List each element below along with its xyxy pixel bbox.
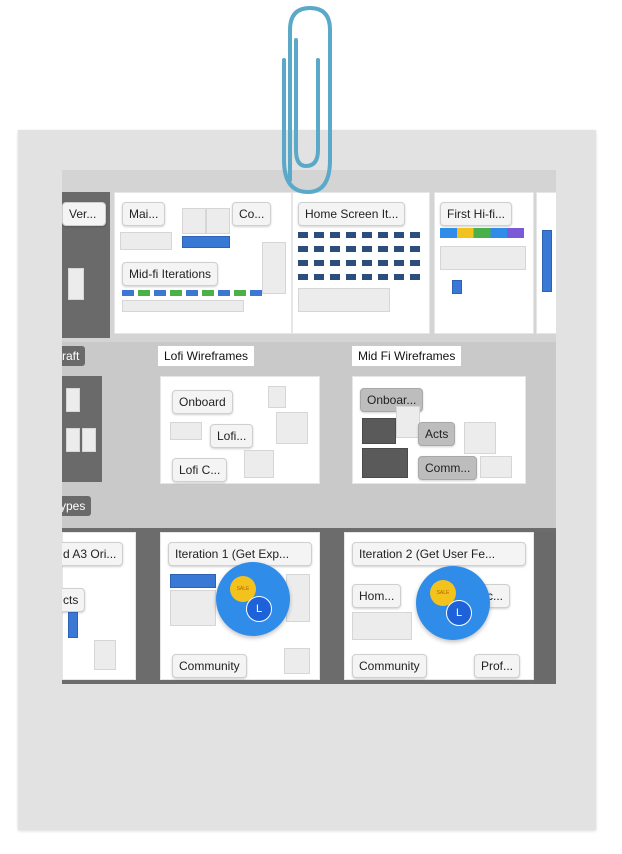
thumb-strip xyxy=(298,260,422,266)
thumb xyxy=(94,640,116,670)
section-tag-draft[interactable]: raft xyxy=(62,346,86,366)
avatar-initial: L xyxy=(446,600,472,626)
thumb xyxy=(352,612,412,640)
section-tag-types[interactable]: ypes xyxy=(62,496,92,516)
thumb xyxy=(66,388,80,412)
thumb xyxy=(440,246,526,270)
frame-label-acts[interactable]: Acts xyxy=(418,422,456,446)
dark-panel-right-bottom xyxy=(534,532,556,684)
thumb xyxy=(284,648,310,674)
thumb-strip xyxy=(298,274,422,280)
thumb xyxy=(362,418,396,444)
collaborator-avatar-2[interactable]: SALE L xyxy=(416,566,490,640)
thumb xyxy=(66,428,80,452)
frame-label-community-1[interactable]: Community xyxy=(172,654,247,678)
frame-label-ver[interactable]: Ver... xyxy=(62,202,106,226)
thumb xyxy=(262,242,286,294)
thumb xyxy=(268,386,286,408)
thumb xyxy=(396,406,420,438)
frame-label-a3[interactable]: d A3 Ori... xyxy=(62,542,124,566)
frame-label-midfi-iterations[interactable]: Mid-fi Iterations xyxy=(122,262,219,286)
thumb xyxy=(82,428,96,452)
section-title-lofi-wireframes: Lofi Wireframes xyxy=(158,346,255,366)
frame-label-lofi-c[interactable]: Lofi C... xyxy=(172,458,228,482)
thumb-strip xyxy=(122,290,262,296)
paperclip-icon xyxy=(282,5,332,195)
thumb-strip xyxy=(298,232,422,238)
thumb xyxy=(244,450,274,478)
frame-label-comm[interactable]: Comm... xyxy=(418,456,478,480)
thumb xyxy=(182,236,230,248)
thumb xyxy=(170,422,202,440)
thumb xyxy=(362,448,408,478)
thumb xyxy=(542,230,552,292)
frame-label-onboard[interactable]: Onboard xyxy=(172,390,233,414)
thumb xyxy=(170,590,216,626)
frame-label-community-2[interactable]: Community xyxy=(352,654,427,678)
avatar-initial: L xyxy=(246,596,272,622)
frame-label-iteration-1[interactable]: Iteration 1 (Get Exp... xyxy=(168,542,312,566)
thumb xyxy=(120,232,172,250)
frame-label-first-hifi[interactable]: First Hi-fi... xyxy=(440,202,512,226)
frame-label-co[interactable]: Co... xyxy=(232,202,272,226)
frame-label-prof[interactable]: Prof... xyxy=(474,654,521,678)
thumb xyxy=(452,280,462,294)
frame-label-acts-partial[interactable]: cts xyxy=(62,588,86,612)
thumb xyxy=(68,612,78,638)
thumb xyxy=(276,412,308,444)
thumb xyxy=(68,268,84,300)
frame-label-home-screen[interactable]: Home Screen It... xyxy=(298,202,406,226)
section-title-mid-fi-wireframes: Mid Fi Wireframes xyxy=(352,346,462,366)
frame-label-hom[interactable]: Hom... xyxy=(352,584,402,608)
thumb xyxy=(206,208,230,234)
thumb xyxy=(298,288,390,312)
thumb xyxy=(464,422,496,454)
frame-label-iteration-2[interactable]: Iteration 2 (Get User Fe... xyxy=(352,542,526,566)
thumb xyxy=(122,300,244,312)
canvas-screenshot: Ver... Mai... Co... Mid-fi Iterations Ho… xyxy=(62,170,556,684)
row-band-header xyxy=(62,498,556,528)
thumb xyxy=(480,456,512,478)
frame-label-mai[interactable]: Mai... xyxy=(122,202,166,226)
thumb-strip xyxy=(298,246,422,252)
thumb xyxy=(170,574,216,588)
collaborator-avatar-1[interactable]: SALE L xyxy=(216,562,290,636)
thumb xyxy=(182,208,206,234)
thumb-strip xyxy=(440,228,524,238)
frame-label-lofi[interactable]: Lofi... xyxy=(210,424,254,448)
